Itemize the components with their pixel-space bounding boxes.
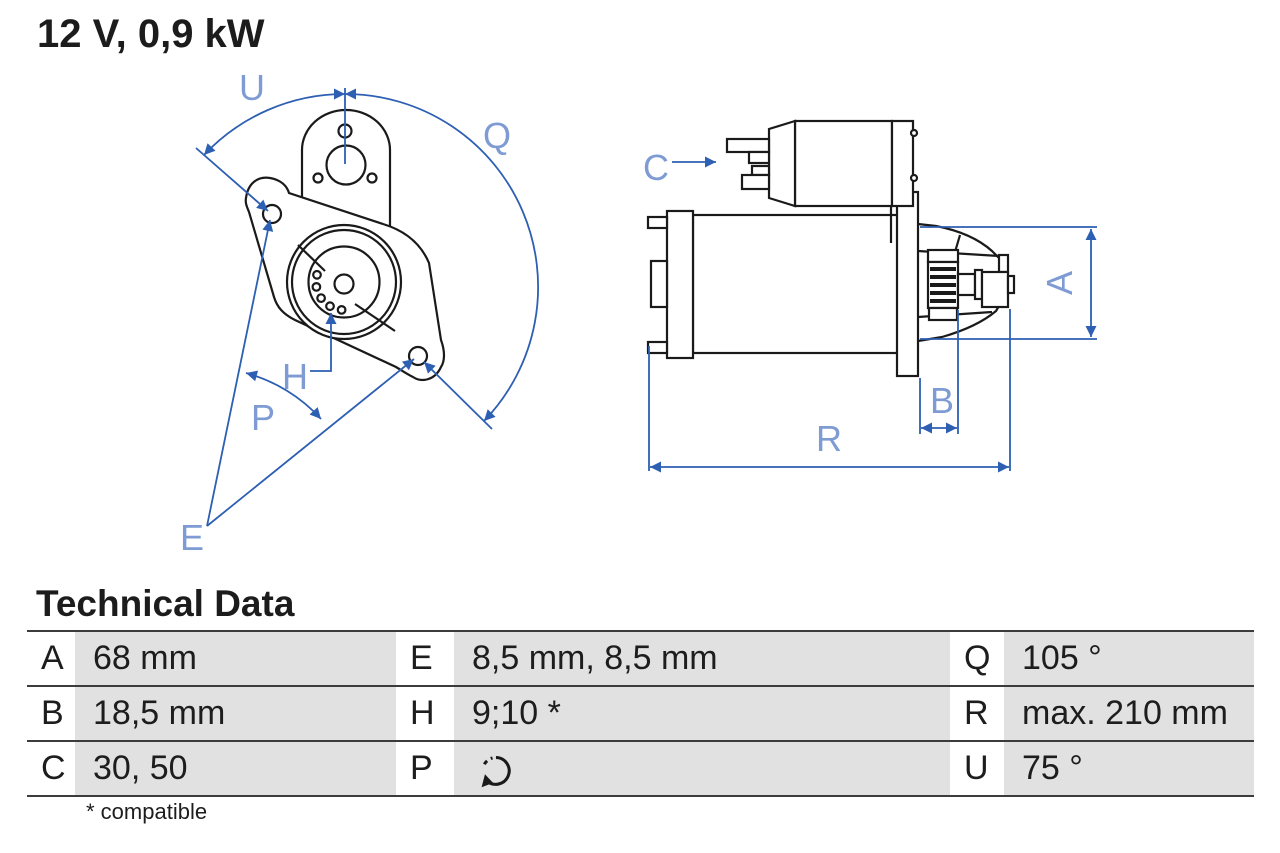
spec-key-c: C: [27, 742, 75, 795]
dim-line-e2: [206, 358, 415, 527]
side-solenoid: [793, 119, 894, 208]
table-row: C 30, 50 P U 75 °: [27, 742, 1254, 797]
side-flange: [895, 190, 920, 378]
table-row: A 68 mm E 8,5 mm, 8,5 mm Q 105 °: [27, 632, 1254, 687]
side-terminal-stud-top: [725, 137, 771, 154]
dim-label-p: P: [251, 397, 275, 438]
dim-line-h: [310, 313, 337, 372]
rotation-ccw-icon: [481, 755, 511, 787]
spec-key-p: P: [396, 742, 454, 795]
dim-arc-p: [245, 370, 322, 420]
spec-value-u: 75 °: [1004, 742, 1254, 795]
dim-label-q: Q: [483, 115, 511, 156]
dim-radial-q: [423, 361, 493, 430]
front-left-ear-hole: [261, 203, 283, 225]
spec-key-q: Q: [950, 632, 1004, 685]
spec-key-h: H: [396, 687, 454, 740]
dim-label-c: C: [643, 147, 669, 188]
spec-value-e: 8,5 mm, 8,5 mm: [454, 632, 950, 685]
dim-line-e1: [206, 219, 274, 527]
page-title: 12 V, 0,9 kW: [37, 12, 265, 56]
dim-label-b: B: [930, 380, 954, 421]
dim-label-e: E: [180, 517, 204, 558]
side-view-part: [646, 119, 1016, 378]
spec-value-h: 9;10 *: [454, 687, 950, 740]
spec-value-b: 18,5 mm: [75, 687, 396, 740]
front-view-dimensions: U Q H P E: [180, 67, 539, 558]
spec-value-r: max. 210 mm: [1004, 687, 1254, 740]
table-row: B 18,5 mm H 9;10 * R max. 210 mm: [27, 687, 1254, 742]
dim-label-r: R: [816, 418, 842, 459]
spec-value-p: [454, 742, 950, 795]
spec-key-r: R: [950, 687, 1004, 740]
spec-key-a: A: [27, 632, 75, 685]
spec-key-e: E: [396, 632, 454, 685]
spec-value-q: 105 °: [1004, 632, 1254, 685]
side-terminal-stud-bottom: [740, 173, 771, 191]
table-heading: Technical Data: [36, 583, 295, 624]
dim-radial-u: [195, 147, 269, 212]
table-footnote: * compatible: [86, 799, 208, 824]
technical-drawing: U Q H P E: [180, 67, 1097, 558]
dim-label-h: H: [282, 356, 308, 397]
side-view-dimensions: C A B R: [643, 147, 1097, 473]
dim-label-a: A: [1039, 271, 1080, 295]
dim-arc-u: [203, 88, 346, 156]
spec-value-c: 30, 50: [75, 742, 396, 795]
dim-arc-q: [344, 88, 539, 422]
technical-data-table: A 68 mm E 8,5 mm, 8,5 mm Q 105 ° B 18,5 …: [27, 630, 1254, 797]
side-motor-body: [691, 213, 900, 355]
spec-value-a: 68 mm: [75, 632, 396, 685]
spec-key-b: B: [27, 687, 75, 740]
spec-key-u: U: [950, 742, 1004, 795]
dim-label-u: U: [239, 67, 265, 108]
